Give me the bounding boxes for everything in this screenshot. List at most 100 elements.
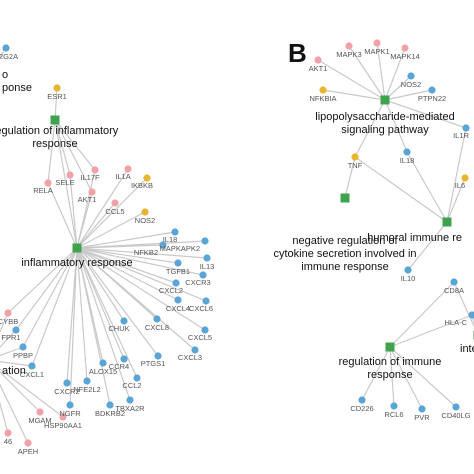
edge [317, 59, 386, 101]
term-node [385, 342, 395, 352]
gene-label: CXCL8 [145, 323, 169, 332]
gene-label: IL1A [115, 172, 130, 181]
gene-node-tgfb1 [174, 259, 182, 267]
gene-node-cybb [4, 309, 12, 317]
edge [407, 221, 448, 271]
edge [0, 371, 41, 413]
gene-node-cxcl6 [202, 297, 210, 305]
gene-label: CXCL2 [159, 286, 183, 295]
gene-node-nfkb2 [159, 241, 167, 249]
edge [348, 45, 386, 101]
term-label: negative regulation of [292, 235, 398, 247]
term-label: lipopolysaccharide-mediated [315, 111, 454, 123]
edge [76, 247, 159, 357]
gene-node-ccl2 [133, 374, 141, 382]
gene-label: RELA [33, 186, 53, 195]
gene-node-ngfr [66, 401, 74, 409]
gene-label: ALOX15 [89, 367, 117, 376]
gene-label: CXCR3 [185, 278, 210, 287]
gene-node-apeh [24, 439, 32, 447]
term-label: signaling pathway [341, 124, 429, 136]
gene-node-mapk3 [345, 42, 353, 50]
gene-label: CD8A [444, 286, 464, 295]
gene-label: PVR [414, 413, 430, 422]
edge [76, 231, 176, 249]
gene-node-nfkbia [319, 86, 327, 94]
gene-node-cxcl2 [172, 279, 180, 287]
edge [0, 329, 17, 349]
edge [0, 368, 64, 418]
edge [0, 346, 24, 357]
gene-node-cd40lg [452, 403, 460, 411]
gene-node-ptgs1 [154, 352, 162, 360]
gene-node-ccr4 [120, 355, 128, 363]
gene-node-hsp90aa1 [59, 413, 67, 421]
edge [0, 312, 9, 334]
gene-label: IL18 [400, 156, 415, 165]
edge [54, 87, 58, 121]
gene-node-nos2 [407, 72, 415, 80]
label-layer: A2G2AESR1IL17FIL1ASELERELAAKT1IKBKBCCL5N… [0, 47, 474, 456]
edge [54, 119, 96, 171]
edge [384, 47, 406, 101]
gene-label: CD226 [350, 404, 373, 413]
edge [0, 383, 29, 444]
gene-label: RCL6 [384, 410, 403, 419]
edge [384, 89, 433, 101]
gene-label: ESR1 [47, 92, 67, 101]
edge [0, 47, 7, 59]
term-label: ation [2, 365, 26, 377]
edge [389, 346, 395, 407]
edge [7, 247, 78, 314]
edge [54, 119, 71, 176]
edge [453, 281, 474, 328]
edge [0, 401, 9, 434]
gene-label: CYBB [0, 317, 18, 326]
gene-label: IL18 [163, 235, 178, 244]
edge [15, 247, 78, 331]
gene-label: CXCL1 [20, 370, 44, 379]
gene-node-ikbkb [143, 174, 151, 182]
gene-label: MAPK3 [336, 50, 361, 59]
edge [76, 168, 129, 249]
gene-label: SELE [55, 178, 74, 187]
gene-label: CCL5 [105, 207, 124, 216]
gene-label: IL1R [453, 131, 469, 140]
gene-node-bdkrb2 [106, 401, 114, 409]
gene-node-mapk1 [373, 39, 381, 47]
gene-label: CXCL4 [166, 304, 190, 313]
gene-node-nfe2l2 [83, 377, 91, 385]
gene-label: 46 [4, 437, 12, 446]
gene-node-ccl5 [111, 199, 119, 207]
gene-node-ppbp [19, 343, 27, 351]
gene-label: IL10 [401, 274, 416, 283]
gene-label: HLA-C [444, 318, 467, 327]
gene-label: AKT1 [78, 195, 97, 204]
gene-label: PTPN22 [418, 94, 446, 103]
gene-node-cxcl1 [28, 362, 36, 370]
gene-label: IL6 [455, 181, 465, 190]
term-label: humoral immune re [367, 232, 462, 244]
gene-label: MAPK1 [364, 47, 389, 56]
gene-node-il6 [461, 174, 469, 182]
edge [389, 346, 457, 408]
gene-node-cxcl4 [174, 296, 182, 304]
edge [76, 247, 177, 284]
edge [66, 247, 78, 384]
gene-node-cxcr3 [199, 271, 207, 279]
gene-label: TNF [348, 161, 363, 170]
term-node [442, 217, 452, 227]
gene-node-il13 [203, 254, 211, 262]
gene-label: IL13 [200, 262, 215, 271]
gene-node-il18 [403, 148, 411, 156]
gene-label: CXCL6 [189, 304, 213, 313]
edge [389, 281, 455, 348]
gene-label: NGFR [59, 409, 81, 418]
gene-label: MAPK14 [390, 52, 420, 61]
gene-node-mgam [36, 408, 44, 416]
gene-label: CD40LG [441, 411, 470, 420]
edge [76, 247, 207, 302]
edge [76, 247, 206, 331]
gene-node-il1r [462, 124, 470, 132]
